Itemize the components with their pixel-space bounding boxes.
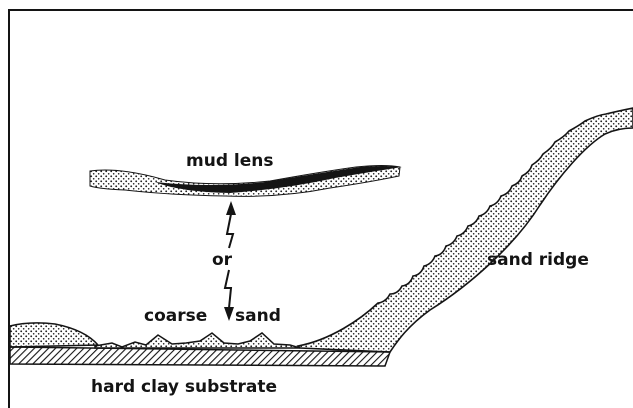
- label-mud-lens: mud lens: [186, 151, 273, 171]
- label-sand: sand: [235, 306, 281, 326]
- label-or: or: [212, 250, 233, 270]
- left-sand-mound: [10, 323, 98, 347]
- label-sand-ridge: sand ridge: [487, 250, 589, 270]
- label-coarse: coarse: [144, 306, 207, 326]
- coarse-sand-lumps: [95, 333, 300, 348]
- label-hard-clay-substrate: hard clay substrate: [91, 377, 277, 397]
- sand-ridge-body: [298, 108, 633, 352]
